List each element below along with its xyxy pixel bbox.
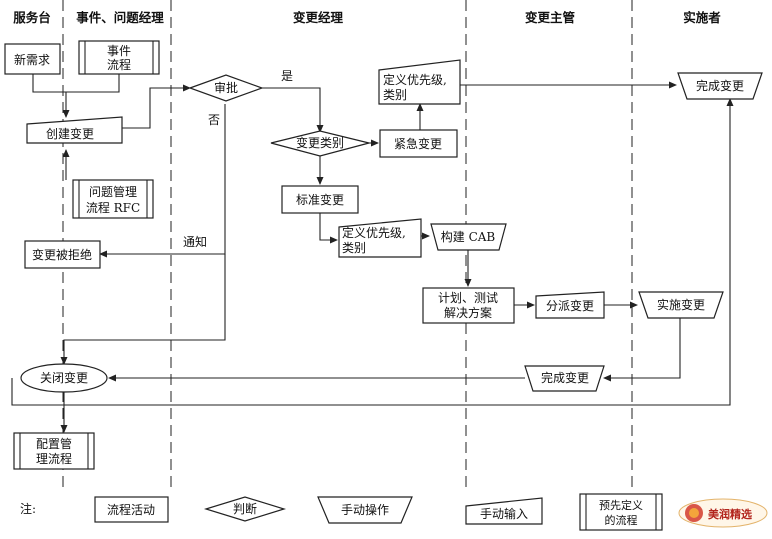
lane-header-service-desk: 服务台	[13, 10, 51, 25]
connectors	[11, 74, 734, 433]
lane-header-incident-problem-manager: 事件、问题经理	[76, 10, 164, 25]
edge-label-no: 否	[208, 113, 220, 127]
svg-text:创建变更: 创建变更	[46, 126, 94, 141]
svg-text:手动输入: 手动输入	[480, 506, 528, 521]
svg-text:变更类别: 变更类别	[296, 135, 344, 150]
node-problem-management-process: 问题管理 流程 RFC	[72, 179, 154, 219]
svg-text:流程: 流程	[107, 57, 131, 72]
svg-text:标准变更: 标准变更	[296, 192, 344, 207]
svg-text:流程 RFC: 流程 RFC	[86, 200, 140, 215]
node-build-cab: 构建 CAB	[430, 223, 507, 251]
svg-text:流程活动: 流程活动	[107, 502, 155, 517]
svg-text:事件: 事件	[107, 44, 131, 58]
node-define-priority-standard: 定义优先级, 类别	[338, 218, 422, 258]
node-complete-change-emergency: 完成变更	[677, 72, 763, 100]
watermark-logo: 美润精选	[678, 498, 768, 528]
node-config-management-process: 配置管 理流程	[13, 432, 95, 470]
svg-text:手动操作: 手动操作	[341, 502, 389, 517]
svg-text:构建 CAB: 构建 CAB	[441, 229, 496, 244]
node-define-priority-emergency: 定义优先级, 类别	[378, 59, 461, 105]
svg-text:类别: 类别	[383, 88, 407, 102]
node-incident-process: 事件 流程	[78, 40, 160, 75]
node-create-change: 创建变更	[26, 116, 123, 144]
svg-text:分派变更: 分派变更	[546, 298, 594, 313]
svg-text:紧急变更: 紧急变更	[394, 136, 442, 151]
node-close-change: 关闭变更	[20, 363, 108, 393]
svg-text:判断: 判断	[233, 501, 257, 516]
svg-text:定义优先级,: 定义优先级,	[383, 72, 447, 87]
svg-text:的流程: 的流程	[605, 513, 638, 527]
svg-text:预先定义: 预先定义	[599, 498, 643, 512]
edge-label-notify: 通知	[183, 235, 207, 249]
node-emergency-change: 紧急变更	[379, 129, 458, 158]
svg-text:实施变更: 实施变更	[657, 297, 705, 312]
lane-headers: 服务台 事件、问题经理 变更经理 变更主管 实施者	[13, 10, 721, 25]
legend-predefined-process: 预先定义 的流程	[579, 493, 663, 531]
svg-text:变更被拒绝: 变更被拒绝	[32, 247, 92, 262]
svg-text:问题管理: 问题管理	[89, 184, 137, 199]
legend: 注: 流程活动 判断 手动操作 手动输入 预先定义 的流程	[20, 493, 663, 531]
node-change-rejected: 变更被拒绝	[24, 240, 101, 269]
node-change-type-decision: 变更类别	[270, 130, 370, 157]
node-approve-decision: 审批	[188, 74, 264, 102]
node-complete-change-standard: 完成变更	[524, 365, 605, 392]
node-new-requirement: 新需求	[4, 43, 61, 75]
node-plan-test-solution: 计划、测试 解决方案	[422, 287, 515, 324]
legend-manual-operation: 手动操作	[317, 496, 413, 524]
lane-header-change-supervisor: 变更主管	[525, 10, 575, 25]
node-dispatch-change: 分派变更	[535, 291, 605, 319]
svg-text:美润精选: 美润精选	[708, 507, 752, 521]
svg-text:计划、测试: 计划、测试	[438, 290, 498, 305]
edge-label-yes: 是	[281, 69, 293, 83]
svg-text:关闭变更: 关闭变更	[40, 370, 88, 385]
node-implement-change: 实施变更	[638, 291, 724, 319]
node-standard-change: 标准变更	[281, 185, 359, 214]
svg-text:完成变更: 完成变更	[696, 78, 744, 93]
svg-text:解决方案: 解决方案	[444, 305, 492, 320]
svg-text:配置管: 配置管	[36, 436, 72, 451]
lane-header-implementer: 实施者	[683, 10, 721, 25]
legend-prefix: 注:	[20, 501, 36, 516]
svg-text:新需求: 新需求	[14, 52, 50, 67]
svg-text:完成变更: 完成变更	[541, 370, 589, 385]
legend-manual-input: 手动输入	[465, 497, 543, 525]
svg-text:审批: 审批	[214, 80, 238, 95]
legend-process-activity: 流程活动	[94, 496, 169, 523]
lane-header-change-manager: 变更经理	[293, 10, 344, 25]
legend-decision: 判断	[203, 496, 287, 522]
svg-text:理流程: 理流程	[36, 451, 72, 466]
svg-text:类别: 类别	[342, 241, 366, 255]
svg-text:定义优先级,: 定义优先级,	[342, 225, 406, 240]
